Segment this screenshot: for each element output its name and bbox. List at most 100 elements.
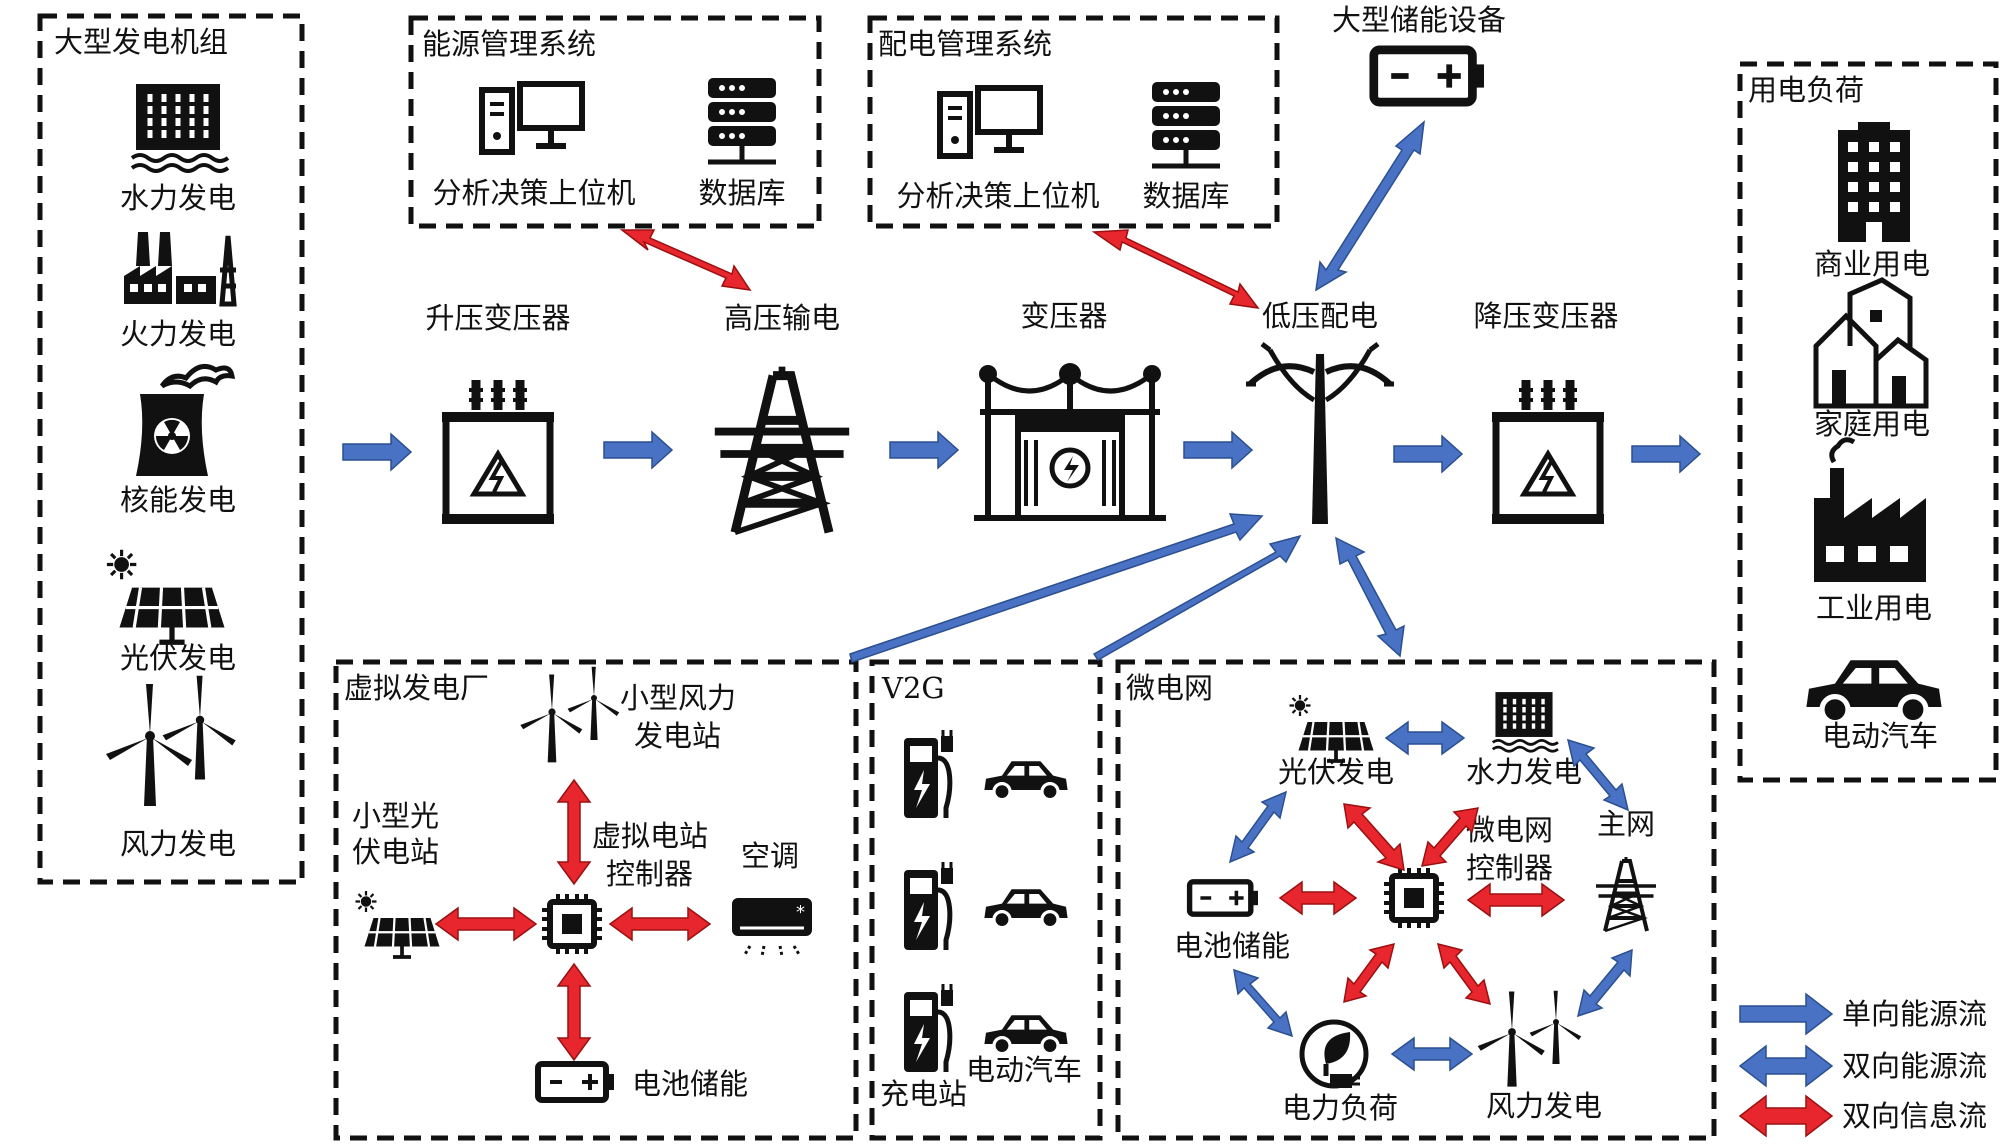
transformer-icon [1492, 380, 1604, 524]
thermal-plant-icon [124, 232, 237, 307]
two-way-info-arrow [556, 778, 592, 886]
two-way-energy-arrow [1228, 790, 1288, 864]
ems-title: 能源管理系统 [422, 27, 596, 61]
one-way-energy-arrow [603, 431, 673, 469]
battery-icon [1374, 50, 1484, 102]
two-way-energy-arrow [1335, 536, 1405, 658]
chain-label-hv: 高压输电 [724, 301, 840, 335]
legend-two-way-energy-arrow [1738, 1044, 1834, 1088]
computer-icon [482, 84, 582, 152]
legend-label-two-way-energy: 双向能源流 [1842, 1049, 1987, 1083]
gen-label-nuclear: 核能发电 [120, 483, 236, 517]
two-way-info-arrow [1091, 229, 1260, 309]
battery-icon [1190, 882, 1258, 914]
two-way-energy-arrow [1384, 720, 1466, 756]
legend-label-one-way: 单向能源流 [1842, 997, 1987, 1031]
solar-panel-icon [353, 889, 442, 959]
one-way-energy-arrow [1092, 534, 1302, 661]
storage-title: 大型储能设备 [1332, 3, 1506, 37]
two-way-energy-arrow [1566, 738, 1630, 812]
hydro-dam-icon [1491, 692, 1559, 753]
mg-label-grid: 主网 [1597, 807, 1655, 841]
dms-box [867, 15, 1280, 229]
vpp-label-ctrl-2: 控制器 [606, 857, 693, 891]
dms-label-computer: 分析决策上位机 [896, 179, 1099, 213]
wind-turbine-icon [162, 675, 236, 780]
utility-pole-icon [1246, 342, 1394, 524]
car-icon [982, 887, 1070, 930]
dms-title: 配电管理系统 [878, 27, 1052, 61]
generation-title: 大型发电机组 [54, 25, 228, 59]
wind-turbine-icon [520, 674, 583, 763]
car-icon [982, 1013, 1070, 1056]
two-way-energy-arrow [1315, 120, 1425, 292]
v2g-label-station: 充电站 [880, 1077, 967, 1111]
mg-label-load: 电力负荷 [1282, 1091, 1398, 1125]
two-way-info-arrow [1278, 880, 1358, 916]
substation-icon [974, 363, 1166, 521]
gen-label-solar: 光伏发电 [120, 641, 236, 675]
server-icon [708, 78, 776, 162]
mg-label-ctrl-2: 控制器 [1466, 851, 1553, 885]
load-label-commercial: 商业用电 [1814, 247, 1930, 281]
chain-label-stepdown: 降压变压器 [1473, 299, 1618, 333]
two-way-info-arrow [1466, 882, 1566, 918]
car-icon [982, 759, 1070, 802]
legend-one-way-arrow [1739, 992, 1834, 1036]
ev-charger-icon [904, 862, 953, 950]
transformer-icon [442, 380, 554, 524]
legend-two-way-info-arrow [1738, 1094, 1834, 1138]
wind-turbine-icon [1477, 991, 1545, 1087]
two-way-info-arrow [556, 962, 592, 1062]
ems-box [408, 15, 822, 229]
computer-icon [940, 88, 1040, 156]
two-way-info-arrow [608, 906, 712, 942]
one-way-energy-arrow [889, 431, 959, 469]
microgrid-title: 微电网 [1126, 671, 1213, 705]
wind-turbine-icon [106, 684, 192, 806]
one-way-energy-arrow [849, 513, 1264, 663]
ev-charger-icon [904, 984, 953, 1072]
nuclear-plant-icon [136, 363, 236, 476]
mg-label-pv: 光伏发电 [1278, 755, 1394, 789]
pylon-icon [715, 367, 849, 533]
vpp-label-wind-2: 发电站 [634, 719, 721, 753]
plug-icon [1299, 1019, 1369, 1089]
ev-charger-icon [904, 730, 953, 818]
gen-label-wind: 风力发电 [120, 827, 236, 861]
server-icon [1152, 82, 1220, 166]
one-way-energy-arrow [1183, 431, 1253, 469]
two-way-energy-arrow [1233, 968, 1294, 1038]
generation-box [37, 13, 305, 885]
dms-label-database: 数据库 [1142, 179, 1229, 213]
ems-label-computer: 分析决策上位机 [432, 176, 635, 210]
mg-label-battery: 电池储能 [1174, 929, 1290, 963]
gen-label-hydro: 水力发电 [120, 181, 236, 215]
vpp-label-pv-1: 小型光 [352, 799, 439, 833]
solar-panel-icon [107, 550, 225, 642]
vpp-label-ctrl-1: 虚拟电站 [592, 819, 708, 853]
vpp-box [333, 659, 859, 1141]
two-way-energy-arrow [1390, 1036, 1474, 1072]
mg-label-hydro: 水力发电 [1466, 755, 1582, 789]
mg-label-ctrl-1: 微电网 [1466, 813, 1553, 847]
v2g-box [869, 659, 1103, 1141]
two-way-energy-arrow [1576, 948, 1633, 1018]
two-way-info-arrow [434, 906, 538, 942]
mg-label-wind: 风力发电 [1486, 1089, 1602, 1123]
chain-label-lv: 低压配电 [1262, 299, 1378, 333]
v2g-label-car: 电动汽车 [966, 1053, 1082, 1087]
hydro-dam-icon [130, 84, 230, 173]
factory-icon [1814, 437, 1926, 582]
vpp-label-battery: 电池储能 [632, 1067, 748, 1101]
two-way-info-arrow [1420, 807, 1480, 867]
ems-label-database: 数据库 [698, 176, 785, 210]
chain-label-stepup: 升压变压器 [425, 301, 570, 335]
v2g-title: V2G [881, 671, 945, 705]
load-label-industrial: 工业用电 [1816, 591, 1932, 625]
wind-turbine-icon [1529, 990, 1582, 1064]
legend-label-two-way-info: 双向信息流 [1842, 1099, 1987, 1133]
chip-icon [542, 894, 602, 954]
two-way-info-arrow [1436, 942, 1492, 1006]
svg-text:*: * [796, 902, 805, 923]
